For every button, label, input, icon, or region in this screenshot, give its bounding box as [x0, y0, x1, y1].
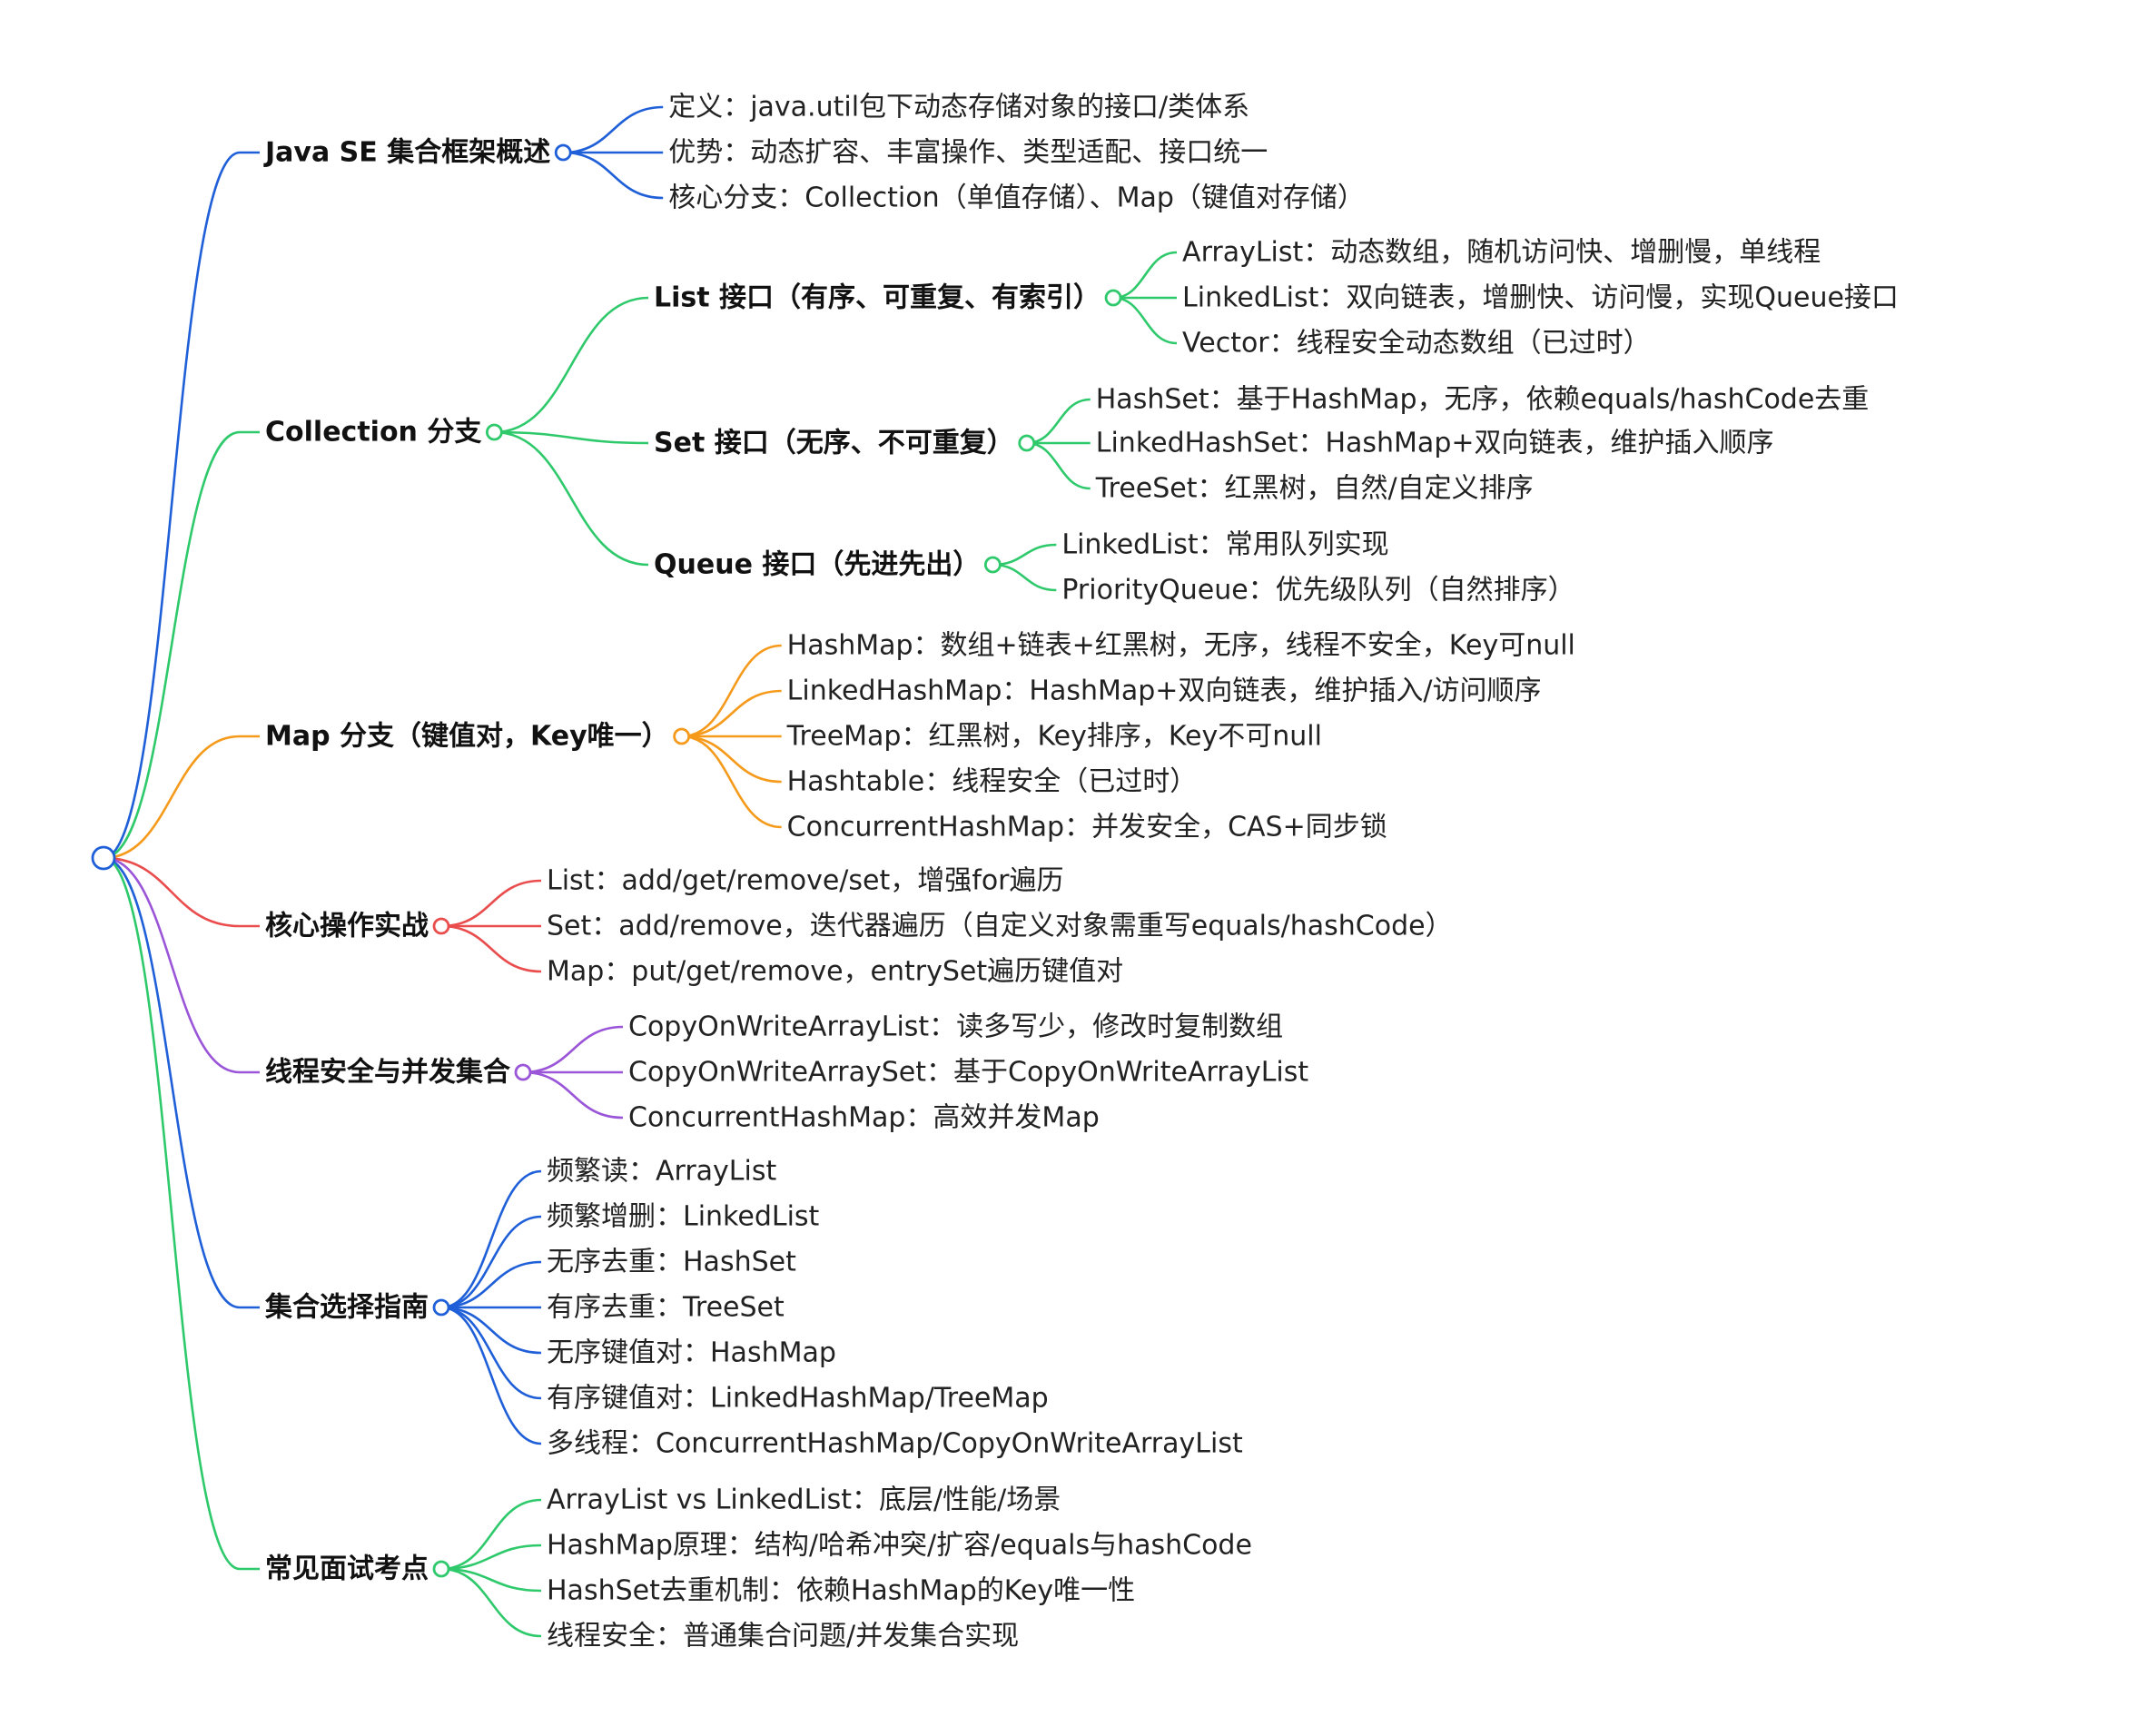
- leaf-label: LinkedList：双向链表，增删快、访问慢，实现Queue接口: [1182, 282, 1899, 314]
- leaf-label: 有序去重：TreeSet: [547, 1292, 785, 1324]
- leaf-edge: [440, 1306, 542, 1355]
- leaf-label: LinkedHashSet：HashMap+双向链表，维护插入顺序: [1096, 428, 1774, 459]
- leaf-label: Set：add/remove，迭代器遍历（自定义对象需重写equals/hash…: [547, 911, 1453, 942]
- leaf-edge: [1026, 398, 1091, 445]
- root-node[interactable]: [91, 845, 116, 871]
- branch-edge-interview: [103, 856, 241, 1571]
- leaf-label: Map：put/get/remove，entrySet遍历键值对: [547, 956, 1123, 988]
- leaf-label: 定义：java.util包下动态存储对象的接口/类体系: [668, 92, 1249, 123]
- leaf-edge: [440, 1306, 542, 1400]
- leaf-edge: [681, 689, 782, 738]
- branch-node-dot[interactable]: [485, 423, 503, 441]
- branch-label-interview: 常见面试考点: [265, 1554, 429, 1585]
- leaf-edge: [440, 1306, 542, 1445]
- branch-edge-concurrent: [103, 856, 241, 1074]
- leaf-label: ConcurrentHashMap：并发安全，CAS+同步锁: [787, 812, 1387, 843]
- leaf-edge: [563, 151, 664, 200]
- leaf-label: CopyOnWriteArrayList：读多写少，修改时复制数组: [628, 1011, 1283, 1043]
- branch-edge-overview: [103, 151, 241, 860]
- branch-edge-guide: [103, 856, 241, 1309]
- leaf-edge: [681, 644, 782, 738]
- sub-node-dot[interactable]: [983, 556, 1002, 574]
- leaf-label: CopyOnWriteArraySet：基于CopyOnWriteArrayLi…: [628, 1057, 1308, 1089]
- leaf-edge: [992, 563, 1057, 592]
- branch-edge-collection: [103, 430, 241, 860]
- leaf-edge: [992, 543, 1057, 567]
- leaf-label: 频繁增删：LinkedList: [547, 1201, 820, 1233]
- branch-label-overview: Java SE 集合框架概述: [263, 137, 550, 169]
- leaf-label: 频繁读：ArrayList: [547, 1156, 776, 1188]
- leaf-label: TreeSet：红黑树，自然/自定义排序: [1095, 473, 1534, 505]
- leaf-label: ArrayList：动态数组，随机访问快、增删慢，单线程: [1182, 237, 1821, 269]
- branch-label-guide: 集合选择指南: [264, 1292, 429, 1324]
- leaf-edge: [440, 1169, 542, 1309]
- leaf-edge: [1026, 441, 1091, 490]
- branch-label-ops: 核心操作实战: [265, 911, 429, 942]
- leaf-edge: [563, 105, 664, 154]
- mind-map-edges: [103, 105, 1178, 1638]
- leaf-label: LinkedHashMap：HashMap+双向链表，维护插入/访问顺序: [787, 676, 1542, 707]
- leaf-label: List：add/get/remove/set，增强for遍历: [547, 865, 1064, 897]
- leaf-label: Hashtable：线程安全（已过时）: [787, 766, 1198, 798]
- leaf-edge: [440, 1544, 542, 1571]
- branch-label-concurrent: 线程安全与并发集合: [265, 1057, 510, 1089]
- leaf-label: 多线程：ConcurrentHashMap/CopyOnWriteArrayLi…: [547, 1428, 1243, 1460]
- leaf-edge: [681, 735, 782, 829]
- sub-edge-1: [494, 430, 649, 445]
- leaf-label: 核心分支：Collection（单值存储）、Map（键值对存储）: [668, 182, 1365, 214]
- sub-edge-0: [494, 296, 649, 434]
- leaf-edge: [1112, 296, 1178, 345]
- leaf-label: PriorityQueue：优先级队列（自然排序）: [1061, 575, 1574, 607]
- leaf-edge: [522, 1070, 624, 1120]
- leaf-edge: [1112, 251, 1178, 300]
- branch-node-dot[interactable]: [673, 727, 691, 745]
- branch-label-map: Map 分支（键值对，Key唯一）: [265, 721, 669, 753]
- branch-node-dot[interactable]: [432, 917, 450, 935]
- mind-map-nodes: Java SE 集合框架概述 定义：java.util包下动态存储对象的接口/类体…: [91, 92, 1899, 1652]
- leaf-label: TreeMap：红黑树，Key排序，Key不可null: [786, 721, 1322, 753]
- branch-edge-map: [103, 735, 241, 860]
- leaf-label: HashMap：数组+链表+红黑树，无序，线程不安全，Key可null: [787, 630, 1575, 662]
- branch-node-dot[interactable]: [514, 1063, 532, 1081]
- sub-node-dot[interactable]: [1018, 434, 1036, 452]
- leaf-label: 无序去重：HashSet: [547, 1247, 796, 1278]
- leaf-edge: [440, 1567, 542, 1638]
- leaf-label: Vector：线程安全动态数组（已过时）: [1182, 328, 1651, 360]
- leaf-label: LinkedList：常用队列实现: [1061, 529, 1388, 561]
- sub-node-dot[interactable]: [1104, 289, 1122, 307]
- leaf-edge: [440, 924, 542, 973]
- branch-node-dot[interactable]: [432, 1560, 450, 1578]
- leaf-edge: [440, 1567, 542, 1593]
- leaf-label: 线程安全：普通集合问题/并发集合实现: [547, 1621, 1019, 1652]
- leaf-edge: [440, 1260, 542, 1309]
- sub-branch-label: List 接口（有序、可重复、有索引）: [654, 282, 1101, 314]
- branch-label-collection: Collection 分支: [265, 417, 481, 449]
- sub-branch-label: Set 接口（无序、不可重复）: [654, 428, 1014, 459]
- leaf-label: 无序键值对：HashMap: [547, 1337, 836, 1369]
- leaf-edge: [440, 879, 542, 928]
- leaf-label: HashSet：基于HashMap，无序，依赖equals/hashCode去重: [1096, 384, 1870, 416]
- leaf-edge: [522, 1025, 624, 1074]
- branch-node-dot[interactable]: [554, 143, 572, 162]
- leaf-edge: [440, 1215, 542, 1309]
- leaf-label: HashMap原理：结构/哈希冲突/扩容/equals与hashCode: [547, 1530, 1252, 1562]
- branch-edge-ops: [103, 856, 241, 928]
- leaf-label: HashSet去重机制：依赖HashMap的Key唯一性: [547, 1575, 1135, 1607]
- leaf-label: ArrayList vs LinkedList：底层/性能/场景: [547, 1484, 1061, 1516]
- branch-node-dot[interactable]: [432, 1298, 450, 1317]
- leaf-edge: [681, 735, 782, 784]
- leaf-edge: [440, 1498, 542, 1571]
- leaf-label: ConcurrentHashMap：高效并发Map: [628, 1102, 1100, 1134]
- leaf-label: 有序键值对：LinkedHashMap/TreeMap: [547, 1383, 1049, 1415]
- sub-edge-2: [494, 430, 649, 567]
- leaf-label: 优势：动态扩容、丰富操作、类型适配、接口统一: [668, 137, 1268, 169]
- sub-branch-label: Queue 接口（先进先出）: [654, 549, 980, 581]
